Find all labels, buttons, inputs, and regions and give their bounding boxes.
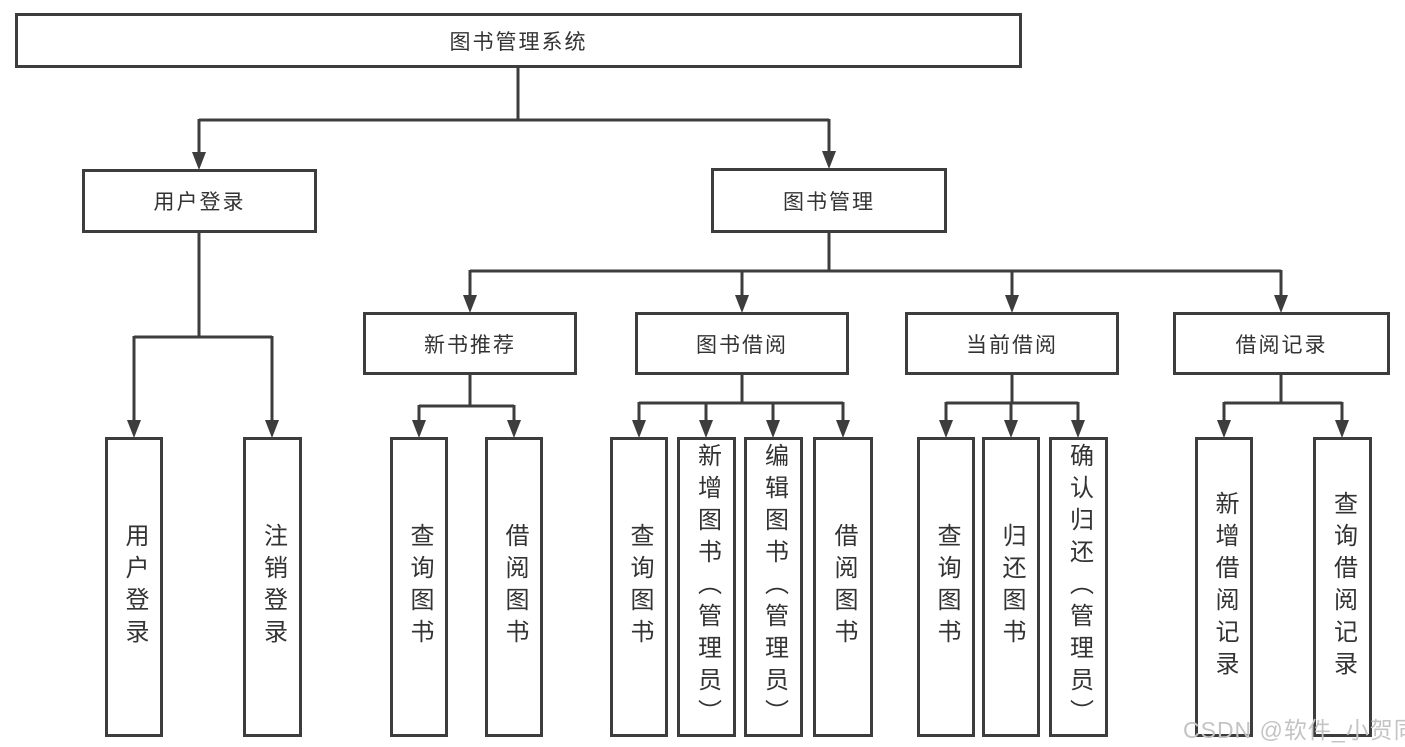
leaf-edit-book-admin: 编辑图书（管理员） xyxy=(744,437,803,737)
leaf-query-book-recommend-label: 查询图书 xyxy=(406,523,433,651)
leaf-user-login: 用户登录 xyxy=(105,437,163,737)
connector-currentborrow-to-leaves xyxy=(944,375,1080,422)
leaf-query-book-borrow-label: 查询图书 xyxy=(626,523,653,651)
node-user-login-label: 用户登录 xyxy=(153,191,246,214)
leaf-add-book-admin: 新增图书（管理员） xyxy=(677,437,736,737)
leaf-logout-label: 注销登录 xyxy=(259,523,287,651)
leaf-query-borrow-record: 查询借阅记录 xyxy=(1313,437,1372,737)
leaf-borrow-book-borrow-label: 借阅图书 xyxy=(830,523,857,651)
leaf-borrow-book-borrow: 借阅图书 xyxy=(813,437,873,737)
node-current-borrow: 当前借阅 xyxy=(905,312,1119,375)
node-new-book-recommend: 新书推荐 xyxy=(363,312,577,375)
node-book-borrow-label: 图书借阅 xyxy=(696,333,788,357)
leaf-add-book-admin-label: 新增图书（管理员） xyxy=(693,443,721,731)
leaf-borrow-book-recommend: 借阅图书 xyxy=(485,437,543,737)
leaf-return-book-label: 归还图书 xyxy=(998,523,1025,651)
node-book-borrow: 图书借阅 xyxy=(635,312,849,375)
connector-userlogin-to-leaves xyxy=(132,233,274,422)
leaf-query-book-recommend: 查询图书 xyxy=(390,437,448,737)
node-borrow-records-label: 借阅记录 xyxy=(1235,333,1328,357)
connector-borrowrecords-to-leaves xyxy=(1222,375,1344,422)
leaf-add-borrow-record-label: 新增借阅记录 xyxy=(1211,491,1238,683)
leaf-add-borrow-record: 新增借阅记录 xyxy=(1195,437,1253,737)
node-user-login: 用户登录 xyxy=(82,169,317,233)
watermark: CSDN @软件_小贺同学 xyxy=(1183,717,1405,743)
node-book-management: 图书管理 xyxy=(711,168,947,233)
leaf-user-login-label: 用户登录 xyxy=(121,523,148,651)
leaf-logout: 注销登录 xyxy=(243,437,302,737)
leaf-return-book: 归还图书 xyxy=(982,437,1040,737)
leaf-borrow-book-recommend-label: 借阅图书 xyxy=(501,523,528,651)
leaf-query-book-current-label: 查询图书 xyxy=(933,523,960,651)
node-root-label: 图书管理系统 xyxy=(449,30,588,54)
connector-root-to-level2 xyxy=(197,68,831,154)
node-borrow-records: 借阅记录 xyxy=(1173,312,1390,375)
connector-newbook-to-leaves xyxy=(417,375,516,422)
node-book-management-label: 图书管理 xyxy=(783,190,875,214)
leaf-confirm-return-admin-label: 确认归还（管理员） xyxy=(1065,443,1093,731)
leaf-query-book-current: 查询图书 xyxy=(917,437,975,737)
node-new-book-recommend-label: 新书推荐 xyxy=(424,333,516,357)
connector-bookborrow-to-leaves xyxy=(637,375,845,422)
leaf-query-book-borrow: 查询图书 xyxy=(610,437,668,737)
leaf-edit-book-admin-label: 编辑图书（管理员） xyxy=(760,443,788,731)
connector-bookmgmt-to-level3 xyxy=(468,233,1283,297)
node-root: 图书管理系统 xyxy=(15,13,1022,68)
arrowhead-icons xyxy=(127,151,1349,438)
node-current-borrow-label: 当前借阅 xyxy=(966,333,1058,357)
leaf-confirm-return-admin: 确认归还（管理员） xyxy=(1049,437,1108,737)
leaf-query-borrow-record-label: 查询借阅记录 xyxy=(1329,491,1357,683)
